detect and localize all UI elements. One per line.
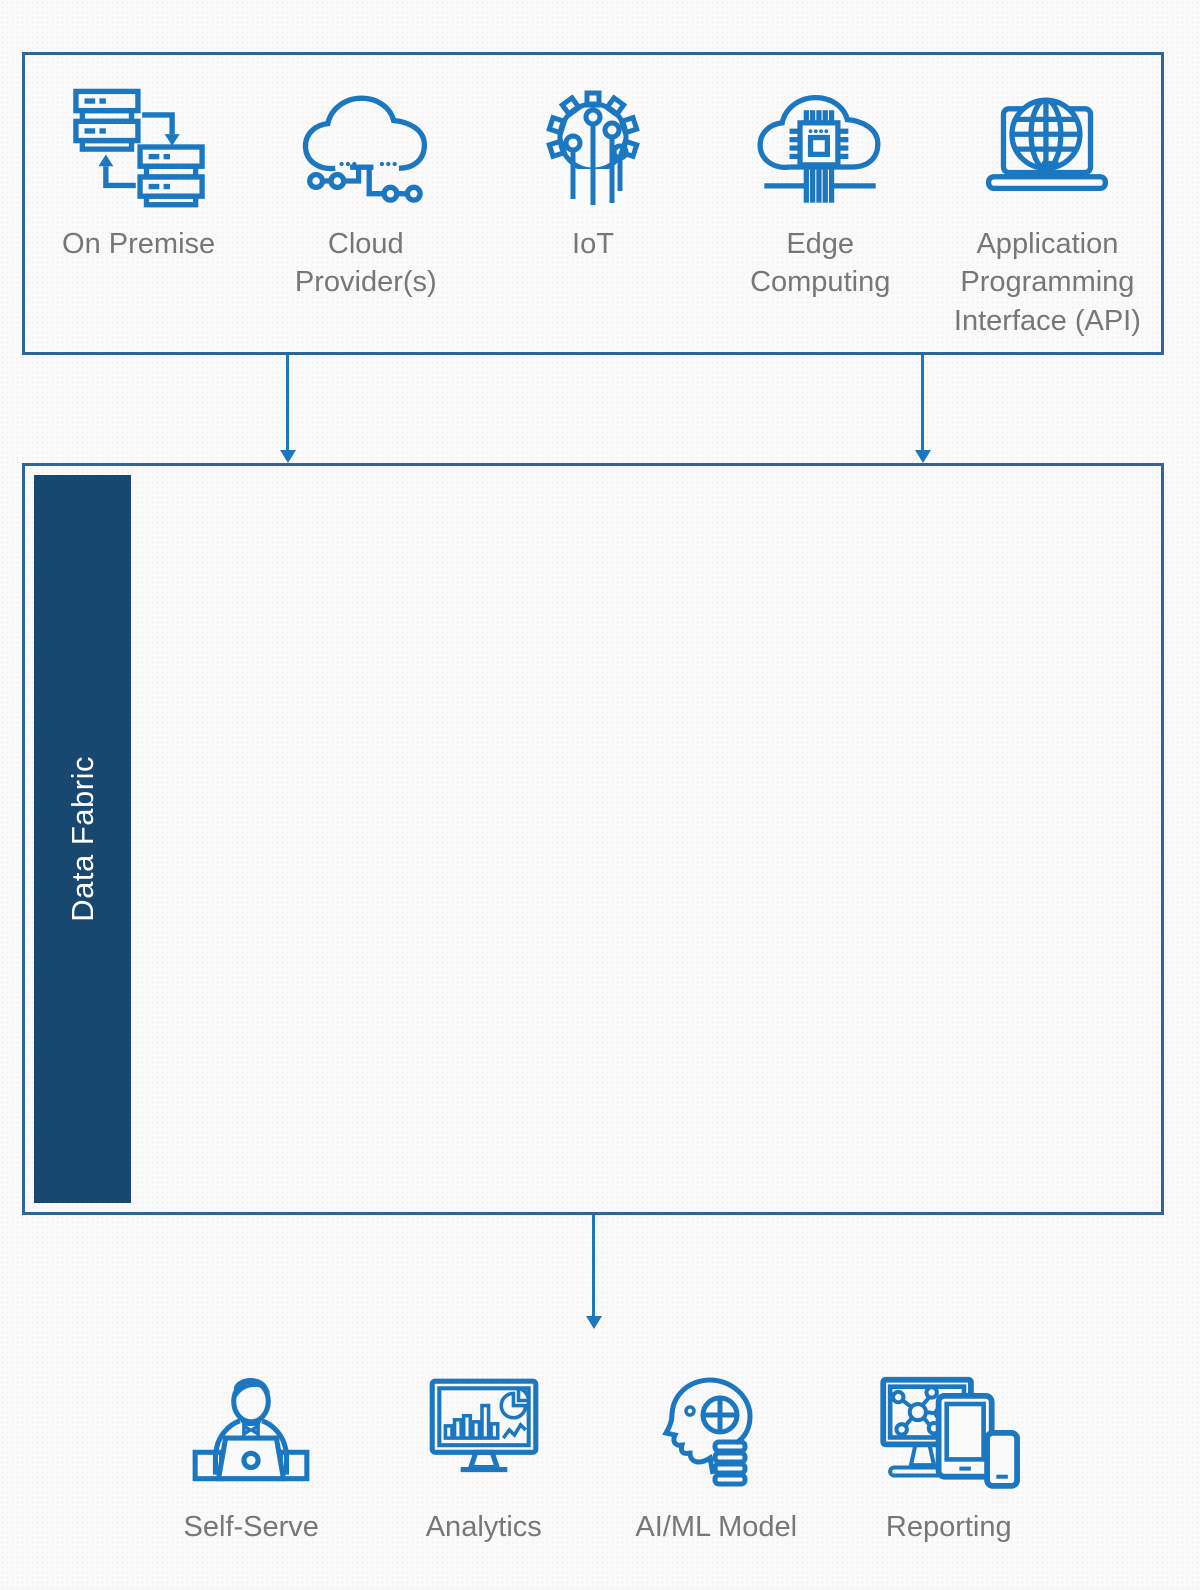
output-label: Self-Serve xyxy=(183,1511,319,1543)
source-label: Edge Computing xyxy=(750,228,891,299)
monitor-charts-icon xyxy=(429,1378,539,1473)
output-reporting: Reporting xyxy=(833,1368,1066,1546)
source-iot: IoT xyxy=(479,55,706,263)
outputs-row: Self-Serve Analytics xyxy=(135,1368,1065,1546)
cloud-circuit-icon xyxy=(302,95,427,203)
source-label: Cloud Provider(s) xyxy=(294,228,437,299)
source-cloud-providers: Cloud Provider(s) xyxy=(252,55,479,302)
arrow-fabric-to-outputs xyxy=(592,1215,595,1317)
output-label: AI/ML Model xyxy=(635,1511,798,1543)
source-edge-computing: Edge Computing xyxy=(707,55,934,302)
output-self-serve: Self-Serve xyxy=(135,1368,368,1546)
data-fabric-sidebar: Data Fabric xyxy=(34,475,131,1203)
arrow-sources-to-fabric-right xyxy=(921,355,924,451)
output-aiml-model: AI/ML Model xyxy=(600,1368,833,1546)
data-sources-box: On Premise Cloud Provider(s) xyxy=(22,52,1164,355)
source-api: Application Programming Interface (API) xyxy=(934,55,1161,340)
output-label: Reporting xyxy=(885,1511,1012,1543)
devices-network-icon xyxy=(880,1376,1020,1489)
source-label: Application Programming Interface (API) xyxy=(953,228,1141,337)
arrow-sources-to-fabric-left xyxy=(286,355,289,451)
head-ai-icon xyxy=(662,1377,753,1487)
data-fabric-box: Data Fabric xyxy=(22,463,1164,1215)
source-on-premise: On Premise xyxy=(25,55,252,263)
data-fabric-label: Data Fabric xyxy=(64,756,100,922)
gear-circuit-icon xyxy=(546,90,640,209)
person-laptop-icon xyxy=(192,1378,310,1482)
laptop-globe-icon xyxy=(986,97,1109,192)
cloud-chip-icon xyxy=(757,94,881,203)
source-label: On Premise xyxy=(62,228,216,260)
servers-sync-icon xyxy=(72,88,205,208)
output-analytics: Analytics xyxy=(368,1368,601,1546)
source-label: IoT xyxy=(572,228,614,260)
output-label: Analytics xyxy=(425,1511,542,1543)
